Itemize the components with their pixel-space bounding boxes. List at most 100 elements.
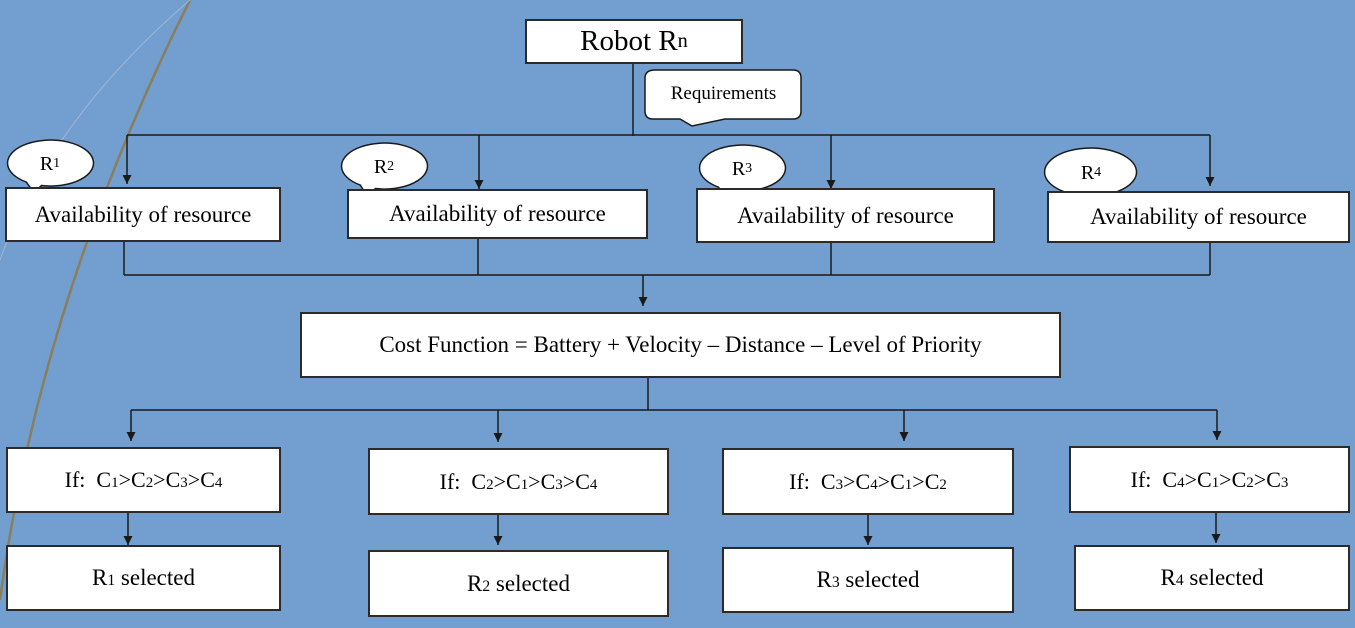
condition-expr-3: C3>C4>C1>C2 (821, 469, 947, 495)
condition-4-term-3-index: 2 (1246, 474, 1254, 491)
outcome-4-robot-index: 4 (1175, 572, 1184, 589)
greater-than-sign: > (1219, 466, 1232, 492)
outcome-text-1: selected (120, 565, 195, 590)
condition-box-3: If: C3>C4>C1>C2 (722, 448, 1014, 515)
greater-than-sign: > (562, 468, 576, 494)
resource-box-3: Availability of resource (696, 188, 995, 243)
condition-3-term-4-letter: C (924, 468, 940, 494)
greater-than-sign: > (493, 468, 506, 494)
condition-1-term-4-index: 4 (214, 475, 223, 491)
background-curve (0, 0, 192, 601)
cost-function-box: Cost Function = Battery + Velocity – Dis… (300, 312, 1061, 378)
outcome-arrow-1-arrowhead (123, 536, 133, 545)
outcome-2-robot-letter: R (467, 570, 483, 596)
condition-arrow-3-arrowhead (899, 432, 909, 441)
condition-arrow-2-arrowhead (493, 433, 503, 442)
condition-1-term-1-letter: C (96, 467, 112, 492)
condition-2-term-2-letter: C (506, 468, 521, 494)
resource-arrow-4-arrowhead (1205, 177, 1215, 186)
resource-label-1: Availability of resource (34, 201, 252, 227)
condition-expr-4: C4>C1>C2>C3 (1162, 467, 1288, 493)
condition-4-term-1-index: 4 (1177, 474, 1185, 491)
outcome-text-2: selected (495, 570, 570, 596)
cost-function-text: Cost Function = Battery + Velocity – Dis… (379, 332, 982, 357)
outcome-arrow-4-arrowhead (1211, 534, 1221, 543)
outcome-1-robot-index: 1 (107, 572, 116, 589)
outcome-3-robot-index: 3 (831, 574, 840, 591)
outcome-3-robot-letter: R (816, 567, 832, 592)
resource-label-2: Availability of resource (389, 201, 606, 226)
condition-3-term-3-index: 1 (904, 476, 913, 493)
resource-callout-bubble-1 (6, 139, 95, 195)
outcome-box-3: R3 selected (722, 547, 1014, 613)
outcome-robot-4: R4 (1161, 565, 1184, 591)
outcome-4-robot-letter: R (1160, 565, 1176, 590)
greater-than-sign: > (528, 468, 541, 494)
condition-arrow-4-arrowhead (1212, 431, 1222, 440)
condition-1-term-4-letter: C (200, 467, 215, 492)
outcome-text-3: selected (845, 567, 920, 592)
condition-4-term-3-letter: C (1231, 466, 1247, 492)
condition-1-term-2-index: 2 (145, 475, 154, 491)
condition-2-term-1-index: 2 (486, 476, 494, 493)
condition-expr-1: C1>C2>C3>C4 (96, 467, 222, 493)
cost-function-arrow-arrowhead (638, 297, 648, 306)
greater-than-sign: > (118, 467, 131, 492)
resource-label-4: Availability of resource (1090, 204, 1307, 229)
robot-title-sub: n (677, 30, 688, 52)
condition-box-2: If: C2>C1>C3>C4 (368, 448, 669, 515)
outcome-robot-2: R2 (467, 571, 490, 597)
outcome-arrow-2-arrowhead (493, 536, 503, 545)
condition-3-term-2-index: 4 (870, 476, 878, 493)
condition-1-term-3-letter: C (165, 467, 181, 492)
condition-1-term-1-index: 1 (111, 475, 119, 491)
greater-than-sign: > (912, 468, 925, 494)
condition-2-term-2-index: 1 (520, 476, 529, 493)
condition-arrow-1-arrowhead (126, 432, 136, 441)
outcome-text-4: selected (1189, 565, 1264, 590)
condition-prefix-2: If: (439, 468, 461, 494)
condition-3-term-4-index: 2 (939, 476, 947, 493)
condition-3-term-1-index: 3 (835, 476, 844, 493)
resource-arrow-2-arrowhead (474, 180, 484, 189)
condition-2-term-3-letter: C (540, 468, 556, 494)
outcome-1-robot-letter: R (92, 565, 108, 590)
resource-arrow-3-arrowhead (826, 180, 836, 189)
greater-than-sign: > (187, 467, 201, 492)
resource-callout-bubble-2 (340, 142, 429, 198)
condition-expr-2: C2>C1>C3>C4 (471, 469, 597, 495)
condition-4-term-4-index: 3 (1280, 474, 1289, 491)
condition-4-term-2-letter: C (1197, 466, 1212, 492)
robot-title-base: Robot R (580, 25, 678, 57)
outcome-box-4: R4 selected (1074, 545, 1350, 611)
condition-4-term-4-letter: C (1266, 466, 1281, 492)
condition-box-4: If: C4>C1>C2>C3 (1069, 446, 1350, 513)
condition-2-term-3-index: 3 (555, 476, 563, 493)
outcome-2-robot-index: 2 (482, 577, 491, 595)
outcome-box-1: R1 selected (6, 545, 281, 611)
condition-1-term-3-index: 3 (180, 475, 188, 491)
outcome-arrow-3-arrowhead (863, 536, 873, 545)
resource-box-2: Availability of resource (347, 189, 648, 239)
resource-label-3: Availability of resource (737, 202, 954, 228)
outcome-box-2: R2 selected (368, 550, 669, 617)
resource-arrow-1-arrowhead (122, 175, 132, 184)
outcome-robot-1: R1 (92, 565, 115, 591)
outcome-robot-3: R3 (817, 567, 840, 593)
condition-prefix-1: If: (64, 467, 86, 492)
condition-2-term-4-index: 4 (589, 476, 598, 493)
greater-than-sign: > (1253, 466, 1267, 492)
condition-box-1: If: C1>C2>C3>C4 (6, 447, 281, 513)
condition-4-term-2-index: 1 (1211, 474, 1220, 491)
connector-lines (122, 64, 1222, 545)
requirements-callout-bubble (644, 69, 802, 127)
resource-box-1: Availability of resource (5, 187, 281, 242)
greater-than-sign: > (1184, 466, 1197, 492)
condition-prefix-4: If: (1130, 466, 1152, 492)
greater-than-sign: > (153, 467, 166, 492)
condition-3-term-1-letter: C (820, 468, 836, 494)
condition-1-term-2-letter: C (131, 467, 146, 492)
resource-box-4: Availability of resource (1047, 191, 1350, 243)
